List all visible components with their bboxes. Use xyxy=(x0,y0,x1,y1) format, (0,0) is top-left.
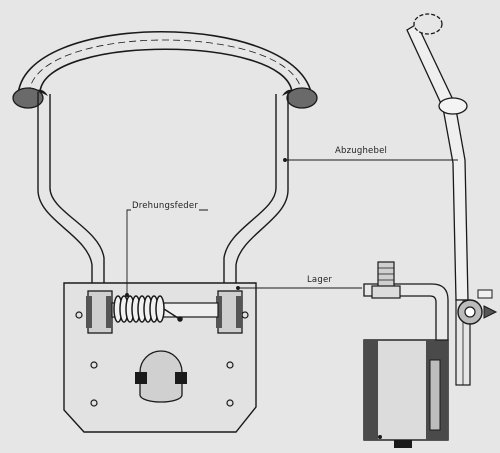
leader-lines xyxy=(125,158,458,297)
tube-end-caps xyxy=(12,87,318,109)
label-lager: Lager xyxy=(306,275,334,285)
left-bearing-block xyxy=(86,290,113,334)
trigger-lever xyxy=(406,13,498,386)
label-abzughebel: Abzughebel xyxy=(334,146,389,156)
lever-housing xyxy=(363,339,449,448)
grip-tube xyxy=(17,30,313,98)
right-bearing-block xyxy=(216,290,243,334)
bearing-arm xyxy=(363,261,449,341)
torsion-spring xyxy=(113,295,183,323)
label-drehungsfeder: Drehungsfeder xyxy=(131,201,200,211)
